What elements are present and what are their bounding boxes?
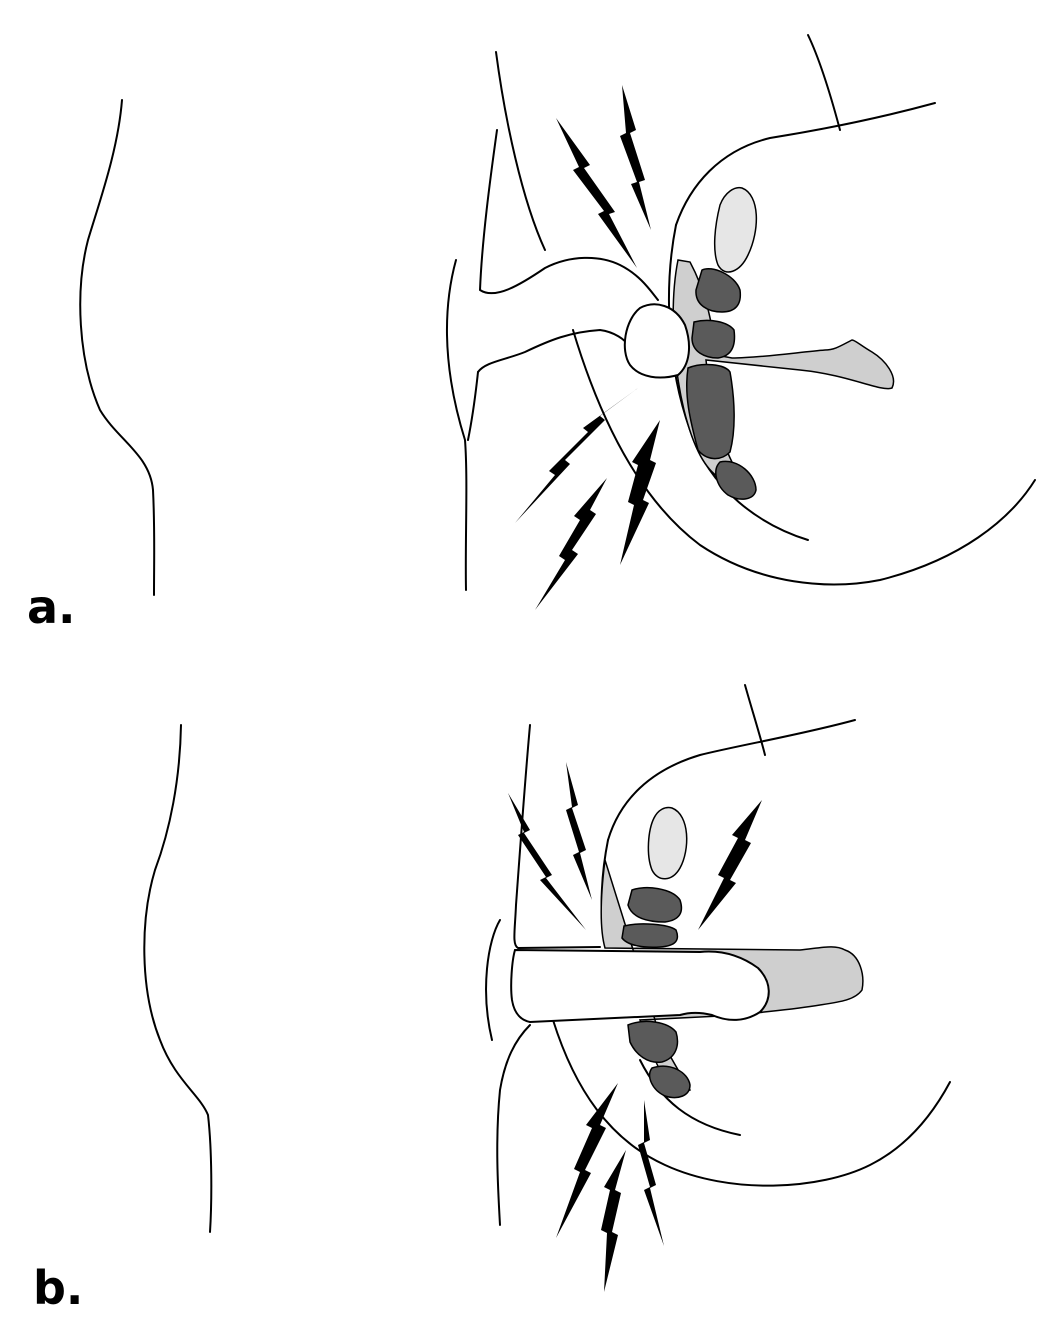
panel-a-tissue-band <box>672 259 895 479</box>
panel-b-segment-4 <box>648 1065 691 1099</box>
panel-a-partner-hip <box>477 329 629 373</box>
panel-a-bolt-5 <box>620 420 660 565</box>
panel-b-bolt-3 <box>698 800 762 930</box>
panel-a-bolt-4 <box>535 478 607 610</box>
panel-b-back-outline <box>143 724 213 1233</box>
panel-a-partner-member <box>623 303 691 379</box>
panel-b-partner-body <box>513 724 601 949</box>
panel-a-bladder <box>713 186 758 273</box>
panel-b-outer-contour <box>744 684 766 756</box>
panel-a-belly-top <box>675 102 936 226</box>
panel-b-partner-lower <box>496 1024 531 1226</box>
panel-b-segment-2 <box>621 923 679 948</box>
panel-b-bolt-1 <box>508 793 586 930</box>
panel-a-thigh-front <box>495 51 546 251</box>
panel-a-segment-2 <box>691 319 736 359</box>
panel-a-bolt-1 <box>556 118 637 268</box>
panel-a-bolt-3 <box>515 388 638 523</box>
panel-a-buttock-curve <box>572 329 1036 586</box>
panel-b <box>143 684 951 1292</box>
panel-b-bolt-4 <box>556 1083 618 1238</box>
panel-a-bolt-2 <box>620 85 651 230</box>
panel-a-partner-lower <box>446 259 468 591</box>
panel-b-label: b. <box>33 1261 84 1315</box>
panel-b-bolt-5 <box>601 1150 626 1292</box>
panel-b-partner-leg-left <box>485 919 501 1041</box>
panel-b-belly-top <box>607 719 856 841</box>
panel-b-segment-1 <box>627 887 683 923</box>
panel-b-bladder <box>647 806 688 880</box>
panel-a-outer-contour <box>807 34 841 131</box>
panel-b-buttock-curve <box>552 1019 951 1187</box>
panel-a-label: a. <box>27 580 76 634</box>
panel-a-segment-1 <box>695 268 742 313</box>
panel-b-lower-inner <box>639 1059 741 1136</box>
panel-a-segment-4 <box>715 460 757 500</box>
panel-b-bolt-2 <box>566 762 592 900</box>
panel-a-back-outline <box>79 99 156 596</box>
panel-a-partner-leg <box>467 371 479 441</box>
panel-a-partner-body <box>479 129 659 301</box>
panel-b-segment-3 <box>627 1020 679 1063</box>
panel-b-partner-member <box>510 948 770 1024</box>
panel-a-segment-3 <box>685 363 735 460</box>
panel-a <box>79 34 1036 610</box>
panel-b-bolt-6 <box>638 1100 664 1246</box>
